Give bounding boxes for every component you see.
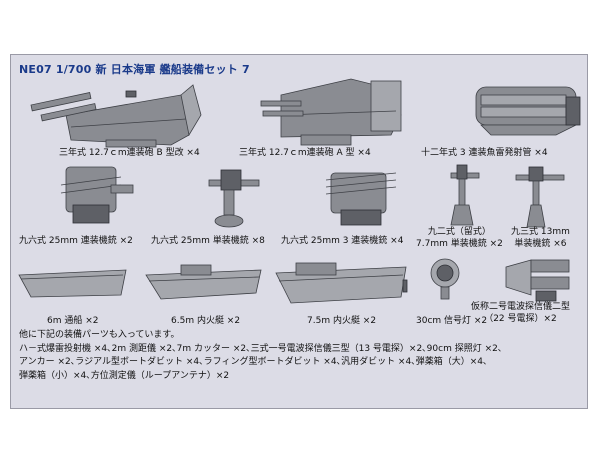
twin-25mm-illustration [60,166,134,224]
triple-25mm-illustration [325,172,397,226]
75m-launch-illustration [275,262,408,304]
item-label: 九六式 25mm 連装機銃 ×2 [19,236,133,246]
6m-boat-illustration [18,269,127,298]
torpedo-launcher-illustration [475,86,581,136]
item-label: 6.5m 内火艇 ×2 [171,316,241,326]
equipment-panel: NE07 1/700 新 日本海軍 艦船装備セット 7 [10,54,588,409]
type92-77mm-illustration [450,164,480,226]
page-title: NE07 1/700 新 日本海軍 艦船装備セット 7 [19,63,250,76]
notes-line: 弾薬箱（小）×4､方位測定儀（ループアンテナ）×2 [19,370,230,381]
type93-13mm-illustration [515,166,565,228]
notes-line: 他に下記の装備パーツも入っています。 [19,330,180,340]
item-label-line1: 九三式 13mm [511,227,570,237]
item-label: 九六式 25mm 単装機銃 ×8 [151,236,265,246]
radar-type22-illustration [505,259,570,302]
twin-gun-b-illustration [30,84,202,148]
item-label: 仮称二号電波探信儀二型 （22 号電探）×2 [471,301,570,325]
item-label-line1: 仮称二号電波探信儀二型 [471,302,571,312]
item-label: 三年式 12.7ｃm連装砲 A 型 ×4 [239,148,371,158]
item-label: 九三式 13mm 単装機銃 ×6 [511,226,570,250]
item-label: 30cm 信号灯 ×2 [416,316,488,326]
twin-gun-a-illustration [260,78,402,146]
item-label-line2: （22 号電探）×2 [484,314,557,324]
item-label-line2: 単装機銃 ×6 [514,239,567,249]
item-label: 十二年式 3 連装魚雷発射管 ×4 [421,148,548,158]
item-label: 九六式 25mm 3 連装機銃 ×4 [281,236,404,246]
65m-launch-illustration [145,264,262,300]
item-label: 7.5m 内火艇 ×2 [307,316,377,326]
notes: 他に下記の装備パーツも入っています。 ハ－式爆雷投射機 ×4､2m 測距儀 ×2… [19,329,584,383]
item-label: 三年式 12.7ｃm連装砲 B 型改 ×4 [59,148,200,158]
item-label-line1: 九二式（留式） [427,227,491,237]
illustrations [18,78,581,304]
item-label: 6m 通船 ×2 [47,316,99,326]
item-label-line2: 7.7mm 単装機銃 ×2 [416,239,503,249]
notes-line: アンカー ×2､ラジアル型ボートダビット ×4､ラフィング型ボートダビット ×4… [19,357,488,367]
signal-lamp-illustration [430,258,460,300]
notes-line: ハ－式爆雷投射機 ×4､2m 測距儀 ×2､7m カッター ×2､三式一号電波探… [19,343,503,354]
single-25mm-illustration [208,169,260,228]
item-label: 九二式（留式） 7.7mm 単装機銃 ×2 [416,226,503,250]
